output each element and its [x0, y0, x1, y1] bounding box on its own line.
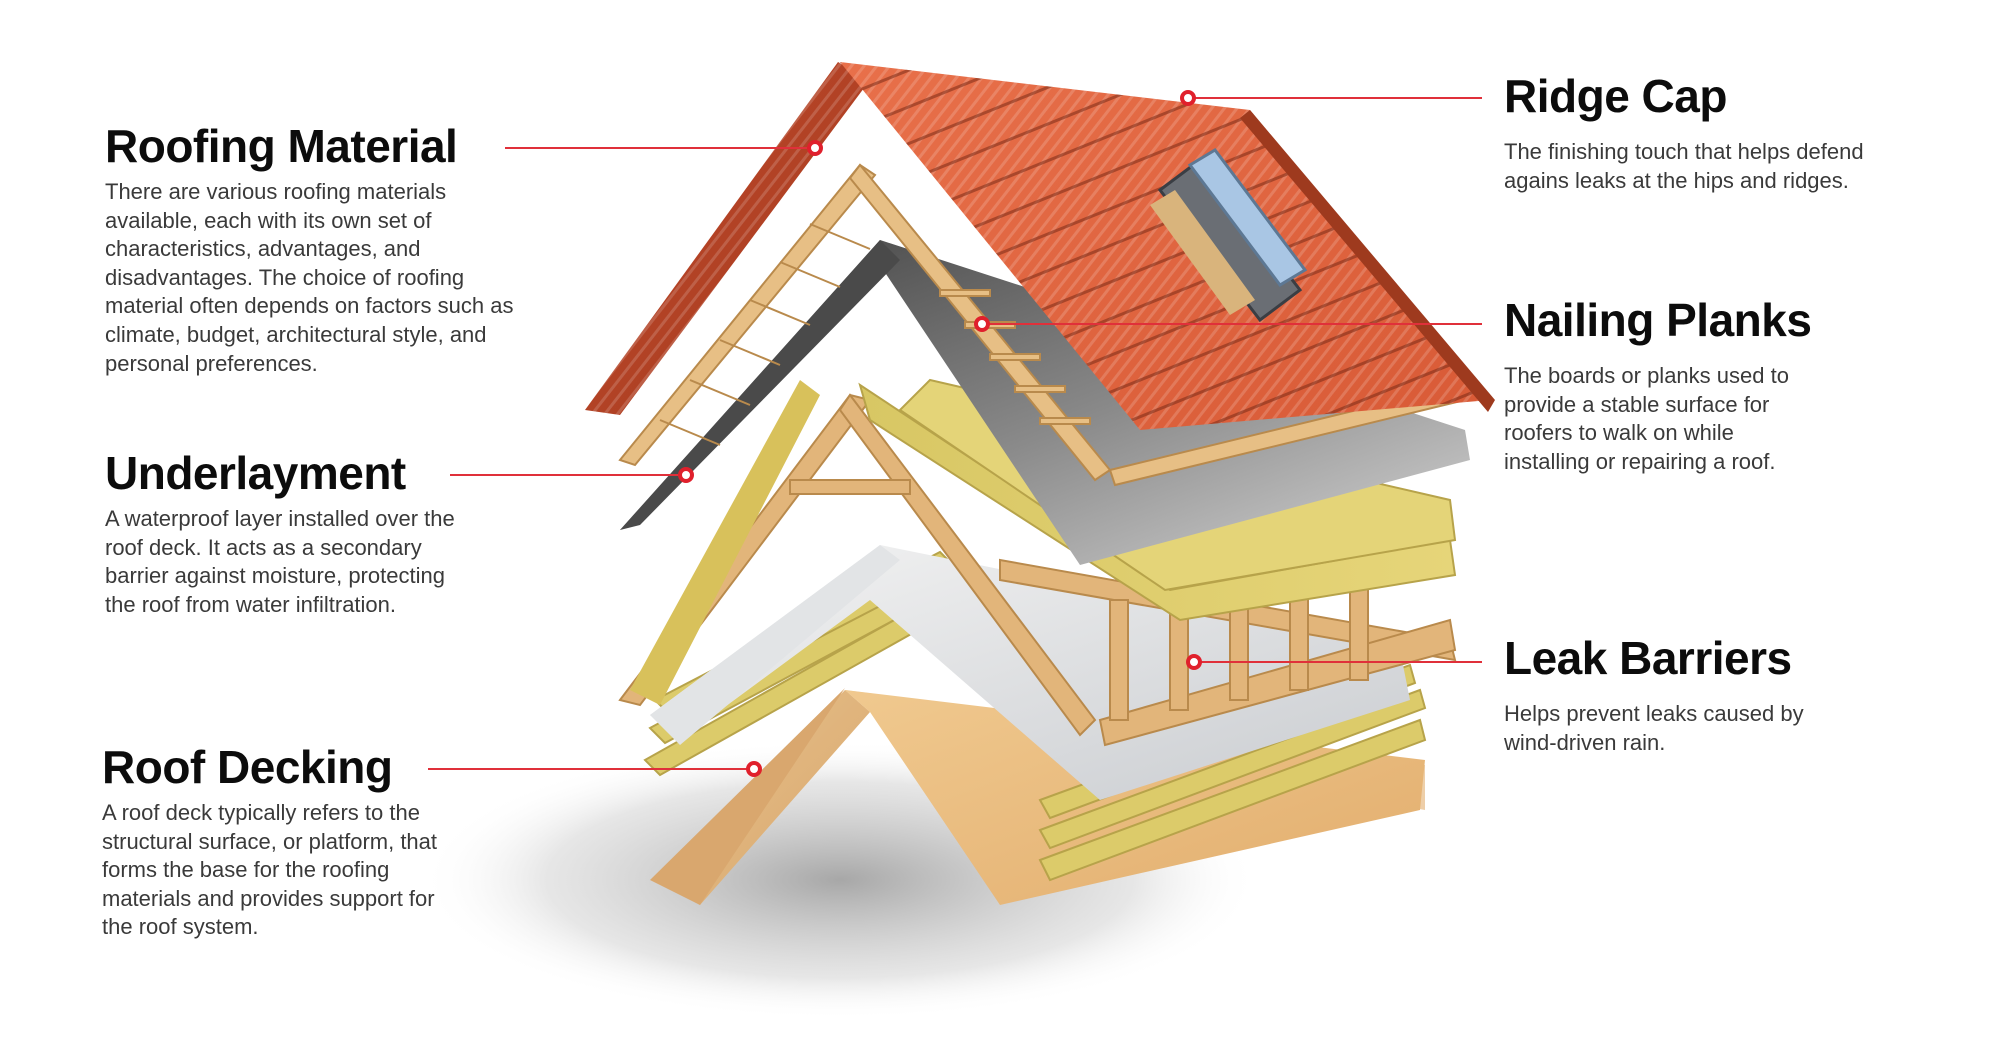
- nailing-planks-marker: [974, 316, 990, 332]
- underlayment-leader-line: [450, 474, 686, 476]
- underlayment-callout: Underlayment A waterproof layer installe…: [105, 447, 455, 619]
- underlayment-marker: [678, 467, 694, 483]
- roofing-material-description: There are various roofing materials avai…: [105, 179, 514, 376]
- leak-barriers-title: Leak Barriers: [1504, 632, 1792, 684]
- leak-barriers-leader-line: [1194, 661, 1482, 663]
- underlayment-description: A waterproof layer installed over the ro…: [105, 506, 455, 617]
- roofing-material-marker: [807, 140, 823, 156]
- roof-tiles-layer: [585, 62, 1495, 430]
- leak-barriers-marker: [1186, 654, 1202, 670]
- nailing-planks-description: The boards or planks used to provide a s…: [1504, 363, 1789, 474]
- ridge-cap-leader-line: [1188, 97, 1482, 99]
- nailing-planks-leader-line: [982, 323, 1482, 325]
- ridge-cap-description: The finishing touch that helps defend ag…: [1504, 139, 1864, 193]
- nailing-planks-title: Nailing Planks: [1504, 294, 1812, 346]
- roof-decking-callout: Roof Decking A roof deck typically refer…: [102, 741, 437, 942]
- leak-barrier-layer: [650, 545, 1410, 800]
- nailing-planks-callout: Nailing Planks The boards or planks used…: [1504, 294, 1812, 476]
- roof-decking-marker: [746, 761, 762, 777]
- roofing-material-leader-line: [505, 147, 815, 149]
- roof-decking-description: A roof deck typically refers to the stru…: [102, 800, 438, 940]
- roof-decking-leader-line: [428, 768, 754, 770]
- roofing-material-title: Roofing Material: [105, 120, 458, 172]
- ridge-cap-callout: Ridge Cap The finishing touch that helps…: [1504, 70, 1864, 195]
- roofing-material-callout: Roofing Material There are various roofi…: [105, 120, 513, 378]
- skylight-window: [1150, 148, 1308, 323]
- ridge-cap-marker: [1180, 90, 1196, 106]
- leak-barriers-description: Helps prevent leaks caused by wind-drive…: [1504, 701, 1804, 755]
- underlayment-title: Underlayment: [105, 447, 406, 499]
- ridge-cap-title: Ridge Cap: [1504, 70, 1727, 122]
- roof-decking-title: Roof Decking: [102, 741, 393, 793]
- leak-barriers-callout: Leak Barriers Helps prevent leaks caused…: [1504, 632, 1804, 757]
